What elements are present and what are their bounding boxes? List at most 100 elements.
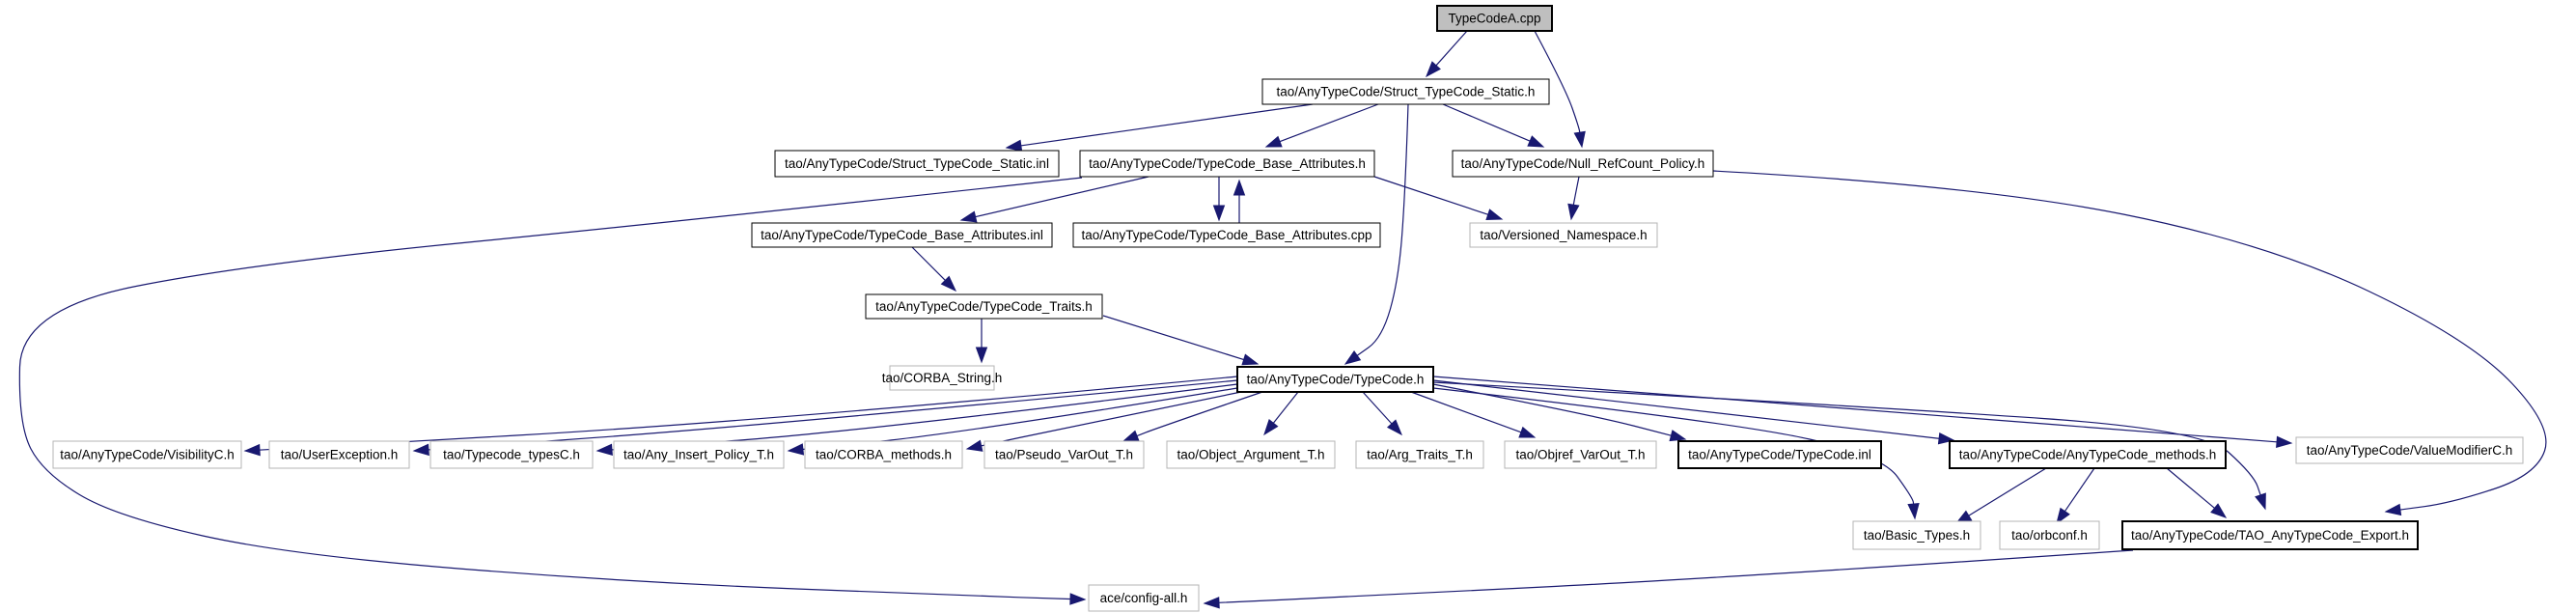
edge-base_attr_h-to-base_attr_inl xyxy=(959,176,1150,223)
node-box[interactable] xyxy=(2121,520,2419,550)
node-label: tao/Versioned_Namespace.h xyxy=(1480,228,1647,242)
node-box[interactable] xyxy=(1166,440,1336,469)
node-objref_varout[interactable]: tao/Objref_VarOut_T.h xyxy=(1504,440,1657,469)
edge-anytypecode_methods-to-basic_types xyxy=(1954,467,2047,524)
arrowhead xyxy=(2384,503,2402,516)
node-label: tao/Objref_VarOut_T.h xyxy=(1515,448,1645,462)
arrowhead xyxy=(1527,135,1545,148)
arrowhead xyxy=(1264,135,1283,148)
edge-typecode_h-to-valuemodifierc xyxy=(1432,376,2293,448)
arrowhead xyxy=(1573,130,1586,149)
edge-typecode_h-to-corba_methods xyxy=(965,391,1242,452)
node-box[interactable] xyxy=(804,440,963,469)
node-box[interactable] xyxy=(268,440,410,469)
node-box[interactable] xyxy=(751,222,1053,248)
node-box[interactable] xyxy=(1504,440,1657,469)
node-base_attr_h[interactable]: tao/AnyTypeCode/TypeCode_Base_Attributes… xyxy=(1079,150,1375,178)
node-versioned_ns[interactable]: tao/Versioned_Namespace.h xyxy=(1469,222,1658,248)
node-box[interactable] xyxy=(983,440,1145,469)
node-arg_traits[interactable]: tao/Arg_Traits_T.h xyxy=(1355,440,1484,469)
node-box[interactable] xyxy=(2295,436,2524,464)
node-box[interactable] xyxy=(889,365,995,391)
node-struct_static_h[interactable]: tao/AnyTypeCode/Struct_TypeCode_Static.h xyxy=(1261,78,1550,105)
arrowhead xyxy=(2210,503,2228,518)
node-box[interactable] xyxy=(1261,78,1550,105)
node-label: tao/AnyTypeCode/VisibilityC.h xyxy=(60,448,235,462)
node-orbconf[interactable]: tao/orbconf.h xyxy=(1999,520,2100,550)
node-valuemodifierc[interactable]: tao/AnyTypeCode/ValueModifierC.h xyxy=(2295,436,2524,464)
node-null_refcount_h[interactable]: tao/AnyTypeCode/Null_RefCount_Policy.h xyxy=(1452,150,1714,178)
node-box[interactable] xyxy=(52,440,242,469)
node-box[interactable] xyxy=(865,293,1103,320)
node-box[interactable] xyxy=(1088,584,1200,612)
edge-tc_traits-to-typecode_h xyxy=(1102,315,1260,366)
node-box[interactable] xyxy=(429,440,594,469)
node-corba_string[interactable]: tao/CORBA_String.h xyxy=(882,365,1003,391)
edge-tao_export-to-ace_config xyxy=(1203,549,2134,609)
node-label: tao/Object_Argument_T.h xyxy=(1177,448,1324,462)
node-anytypecode_methods[interactable]: tao/AnyTypeCode/AnyTypeCode_methods.h xyxy=(1949,440,2227,469)
edge-typecode_h-to-anytypecode_methods xyxy=(1432,379,1955,445)
node-ace_config[interactable]: ace/config-all.h xyxy=(1088,584,1200,612)
node-label: tao/CORBA_String.h xyxy=(882,371,1003,385)
node-box[interactable] xyxy=(1079,150,1375,178)
node-box[interactable] xyxy=(1236,366,1434,393)
node-tc_traits[interactable]: tao/AnyTypeCode/TypeCode_Traits.h xyxy=(865,293,1103,320)
node-userexception[interactable]: tao/UserException.h xyxy=(268,440,410,469)
arrowhead xyxy=(1122,430,1140,442)
edge-typecodea_cpp-to-struct_static_h xyxy=(1426,30,1468,78)
node-typecode_h[interactable]: tao/AnyTypeCode/TypeCode.h xyxy=(1236,366,1434,393)
node-label: tao/AnyTypeCode/ValueModifierC.h xyxy=(2307,443,2513,458)
node-label: tao/AnyTypeCode/Struct_TypeCode_Static.h xyxy=(1277,85,1536,99)
arrowhead xyxy=(1426,61,1441,78)
edge-typecode_h-to-userexception xyxy=(412,379,1238,457)
node-basic_types[interactable]: tao/Basic_Types.h xyxy=(1852,520,1981,550)
node-box[interactable] xyxy=(1355,440,1484,469)
node-label: tao/AnyTypeCode/TypeCode.inl xyxy=(1688,448,1871,462)
node-typecode_inl[interactable]: tao/AnyTypeCode/TypeCode.inl xyxy=(1677,440,1882,469)
edge-null_refcount_h-to-tao_export xyxy=(1712,170,2547,516)
node-visibilityc[interactable]: tao/AnyTypeCode/VisibilityC.h xyxy=(52,440,242,469)
node-label: tao/Any_Insert_Policy_T.h xyxy=(623,448,774,462)
node-base_attr_inl[interactable]: tao/AnyTypeCode/TypeCode_Base_Attributes… xyxy=(751,222,1053,248)
arrowhead xyxy=(412,443,429,457)
node-box[interactable] xyxy=(1852,520,1981,550)
edge-typecode_h-to-objref_varout xyxy=(1410,391,1537,438)
node-typecode_typesc[interactable]: tao/Typecode_typesC.h xyxy=(429,440,594,469)
node-box xyxy=(1436,5,1553,32)
edge-typecode_h-to-pseudo_varout xyxy=(1122,391,1263,442)
node-box[interactable] xyxy=(1999,520,2100,550)
node-typecodea_cpp: TypeCodeA.cpp xyxy=(1436,5,1553,32)
node-object_argument[interactable]: tao/Object_Argument_T.h xyxy=(1166,440,1336,469)
node-base_attr_cpp[interactable]: tao/AnyTypeCode/TypeCode_Base_Attributes… xyxy=(1072,222,1381,248)
node-label: tao/AnyTypeCode/TypeCode_Base_Attributes… xyxy=(761,228,1043,242)
edge-base_attr_inl-to-tc_traits xyxy=(911,246,957,293)
edge-base_attr_h-to-versioned_ns xyxy=(1373,176,1504,220)
node-box[interactable] xyxy=(613,440,785,469)
node-tao_export[interactable]: tao/AnyTypeCode/TAO_AnyTypeCode_Export.h xyxy=(2121,520,2419,550)
node-box[interactable] xyxy=(1677,440,1882,469)
node-label: tao/AnyTypeCode/TAO_AnyTypeCode_Export.h xyxy=(2131,528,2409,543)
node-label: tao/AnyTypeCode/TypeCode_Base_Attributes… xyxy=(1089,156,1366,171)
arrowhead xyxy=(2276,435,2293,448)
node-box[interactable] xyxy=(1072,222,1381,248)
edge-typecode_h-to-any_insert xyxy=(787,387,1238,456)
edge-typecodea_cpp-to-null_refcount_h xyxy=(1534,30,1586,149)
edge-typecode_h-to-visibilityc xyxy=(243,376,1238,457)
arrowhead xyxy=(1386,419,1402,436)
edge-typecode_h-to-tao_export xyxy=(1432,381,2266,511)
arrowhead xyxy=(959,210,978,223)
edge-typecode_h-to-typecode_typesc xyxy=(596,383,1238,457)
node-box[interactable] xyxy=(1469,222,1658,248)
arrowhead xyxy=(940,275,957,293)
node-corba_methods[interactable]: tao/CORBA_methods.h xyxy=(804,440,963,469)
node-any_insert[interactable]: tao/Any_Insert_Policy_T.h xyxy=(613,440,785,469)
node-pseudo_varout[interactable]: tao/Pseudo_VarOut_T.h xyxy=(983,440,1145,469)
node-box[interactable] xyxy=(774,150,1060,178)
node-label: tao/Typecode_typesC.h xyxy=(443,448,580,462)
node-label: tao/CORBA_methods.h xyxy=(816,448,952,462)
node-struct_static_inl[interactable]: tao/AnyTypeCode/Struct_TypeCode_Static.i… xyxy=(774,150,1060,178)
node-box[interactable] xyxy=(1452,150,1714,178)
node-box[interactable] xyxy=(1949,440,2227,469)
